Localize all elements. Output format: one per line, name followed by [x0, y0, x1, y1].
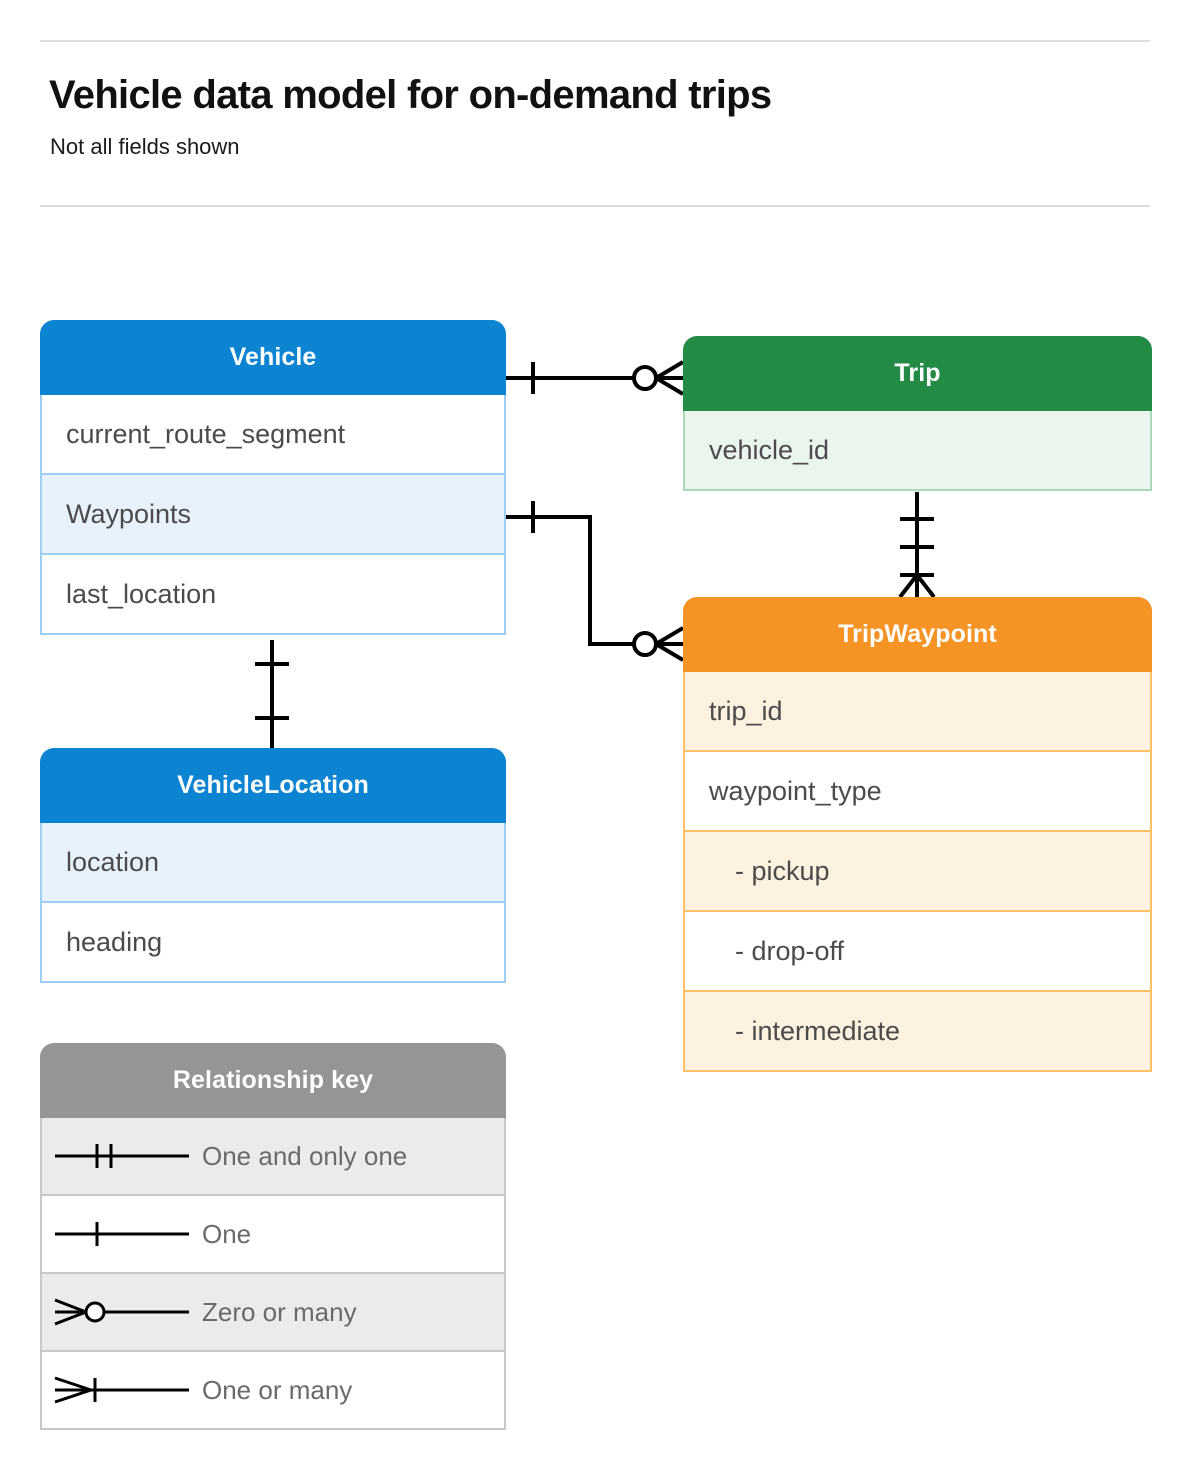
legend-label-one-and-only-one: One and only one: [202, 1140, 408, 1171]
legend-label-one-or-many: One or many: [202, 1374, 353, 1405]
connector-vehicle-trip: [506, 360, 685, 396]
relationship-key-title: Relationship key: [40, 1043, 506, 1118]
field-waypoint-type-dropoff[interactable]: - drop-off: [683, 912, 1152, 992]
relationship-key-legend[interactable]: Relationship key One and only one One: [40, 1043, 506, 1430]
field-current-route-segment[interactable]: current_route_segment: [40, 395, 506, 475]
field-vehicle-id[interactable]: vehicle_id: [683, 411, 1152, 491]
one-or-many-icon: [42, 1370, 202, 1410]
legend-label-zero-or-many: Zero or many: [202, 1296, 357, 1327]
entity-vehiclelocation-title: VehicleLocation: [40, 748, 506, 823]
legend-item-zero-or-many[interactable]: Zero or many: [40, 1274, 506, 1352]
field-waypoint-type-intermediate[interactable]: - intermediate: [683, 992, 1152, 1072]
one-and-only-one-icon: [42, 1136, 202, 1176]
entity-tripwaypoint-title: TripWaypoint: [683, 597, 1152, 672]
legend-label-one: One: [202, 1218, 252, 1249]
entity-vehicle-title: Vehicle: [40, 320, 506, 395]
zero-or-many-icon: [42, 1292, 202, 1332]
field-location[interactable]: location: [40, 823, 506, 903]
page-subtitle: Not all fields shown: [50, 134, 240, 159]
entity-trip-title: Trip: [683, 336, 1152, 411]
field-last-location[interactable]: last_location: [40, 555, 506, 635]
field-trip-id[interactable]: trip_id: [683, 672, 1152, 752]
field-waypoint-type[interactable]: waypoint_type: [683, 752, 1152, 832]
page-title: Vehicle data model for on-demand trips: [49, 73, 772, 117]
field-heading[interactable]: heading: [40, 903, 506, 983]
connector-trip-tripwaypoint: [898, 492, 936, 599]
field-waypoints[interactable]: Waypoints: [40, 475, 506, 555]
entity-vehicle[interactable]: Vehicle current_route_segment Waypoints …: [40, 320, 506, 635]
bottom-divider: [40, 205, 1150, 207]
entity-vehiclelocation[interactable]: VehicleLocation location heading: [40, 748, 506, 983]
legend-item-one-or-many[interactable]: One or many: [40, 1352, 506, 1430]
one-icon: [42, 1214, 202, 1254]
legend-item-one[interactable]: One: [40, 1196, 506, 1274]
connector-waypoints-tripwaypoint: [506, 501, 685, 662]
legend-item-one-and-only-one[interactable]: One and only one: [40, 1118, 506, 1196]
top-divider: [40, 40, 1150, 42]
entity-trip[interactable]: Trip vehicle_id: [683, 336, 1152, 491]
entity-tripwaypoint[interactable]: TripWaypoint trip_id waypoint_type - pic…: [683, 597, 1152, 1072]
field-waypoint-type-pickup[interactable]: - pickup: [683, 832, 1152, 912]
connector-vehicle-vehiclelocation: [255, 640, 289, 748]
